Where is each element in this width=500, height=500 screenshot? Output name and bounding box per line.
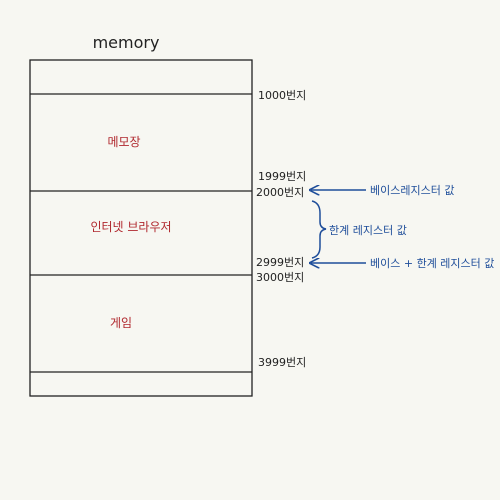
- address-2000: 2000번지: [256, 186, 304, 199]
- address-1999: 1999번지: [258, 170, 306, 183]
- memory-block: [29, 59, 253, 397]
- segment-label-game: 게임: [110, 316, 132, 330]
- address-2999: 2999번지: [256, 256, 304, 269]
- address-3999: 3999번지: [258, 356, 306, 369]
- annotation-limit: 한계 레지스터 값: [329, 224, 407, 237]
- address-1000: 1000번지: [258, 89, 306, 102]
- annotation-base-plus-limit: 베이스 + 한계 레지스터 값: [370, 257, 494, 270]
- address-3000: 3000번지: [256, 271, 304, 284]
- segment-label-browser: 인터넷 브라우저: [90, 220, 171, 234]
- diagram-title: memory: [93, 33, 160, 52]
- segment-label-notepad: 메모장: [107, 135, 140, 149]
- limit-brace: [311, 200, 327, 259]
- annotation-base: 베이스레지스터 값: [370, 184, 454, 197]
